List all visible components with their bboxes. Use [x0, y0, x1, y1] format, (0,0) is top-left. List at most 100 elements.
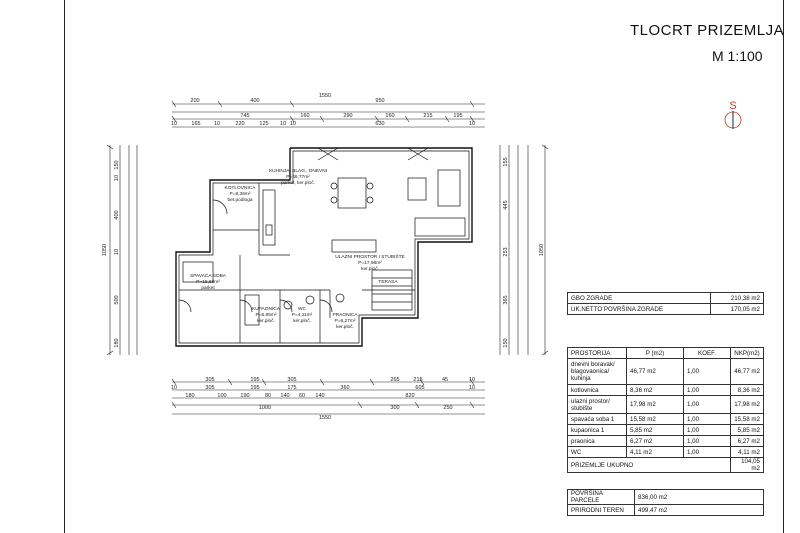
table-header-row: PROSTORIJA P (m2) KOEF. NKP(m2): [567, 347, 764, 359]
dim-bot4-1: 1000: [259, 405, 271, 411]
room-laundry-area: P=6,27m²: [335, 318, 356, 324]
cell-coef: 1,00: [683, 395, 731, 414]
room-bathroom-name: KUPAONICA: [252, 306, 281, 312]
table-row: kupaonica 1 5,85 m2 1,00 5,85 m2: [567, 424, 764, 436]
room-boiler-area: P=8,36m²: [230, 191, 251, 197]
table-row: praonica 6,27 m2 1,00 6,27 m2: [567, 435, 764, 447]
cell-nkp: 6,27 m2: [730, 435, 764, 447]
dim-top3-9: 10: [469, 121, 475, 127]
table-row: PRIRODNI TEREN 499,47 m2: [567, 504, 764, 516]
cell-nkp: 4,11 m2: [730, 446, 764, 458]
cell-coef: 1,00: [683, 384, 731, 396]
dim-top2-6: 195: [453, 113, 462, 119]
room-bedroom-name: SPAVAĆA SOBA: [190, 272, 227, 279]
dim-top-2: 400: [250, 98, 259, 104]
dim-top-1: 200: [190, 98, 199, 104]
dim-bot2-2: 305: [205, 385, 214, 391]
dim-bot2-5: 360: [340, 385, 349, 391]
total-value: 104,05 m2: [730, 457, 764, 473]
cell-coef: 1,00: [683, 446, 731, 458]
dim-bot3-3: 190: [240, 393, 249, 399]
dim-bot3-8: 820: [405, 393, 414, 399]
north-label: S: [729, 100, 736, 112]
room-boiler-name: KOTLOVNICA: [225, 185, 257, 191]
dim-bot-total: 1550: [319, 415, 331, 421]
table-row: ulazni prostor/ stubište 17,98 m2 1,00 1…: [567, 395, 764, 414]
room-bedroom-area: P=15,58m²: [196, 279, 220, 285]
dim-right-total: 1050: [539, 244, 545, 256]
parcel-value: 836,00 m2: [634, 489, 764, 505]
dim-bot4-3: 250: [443, 405, 452, 411]
dim-bot-1: 305: [205, 377, 214, 383]
rooms-area-table: PROSTORIJA P (m2) KOEF. NKP(m2) dnevni b…: [567, 347, 764, 473]
parcel-label: PRIRODNI TEREN: [567, 504, 635, 516]
dim-top-3: 950: [375, 98, 384, 104]
drawing-scale: M 1:100: [712, 48, 763, 64]
dim-left-5: 500: [114, 295, 120, 304]
dim-bot-5: 215: [413, 377, 422, 383]
summary-table: GBO ZGRADE 210,38 m2 UK.NETTO POVRŠINA Z…: [566, 292, 764, 315]
cell-room: dnevni boravak/ blagovaonica/ kuhinja: [567, 358, 627, 385]
dim-top2-4: 160: [385, 113, 394, 119]
cell-room: WC: [567, 446, 627, 458]
dim-left-3: 400: [114, 210, 120, 219]
north-arrow-icon: S: [724, 100, 742, 129]
dim-top3-3: 10: [214, 121, 220, 127]
cell-area: 6,27 m2: [626, 435, 684, 447]
cell-room: kupaonica 1: [567, 424, 627, 436]
dim-left-6: 180: [114, 338, 120, 347]
col-header-room: PROSTORIJA: [567, 347, 627, 359]
dim-bot3-7: 140: [315, 393, 324, 399]
table-row: kotlovnica 8,36 m2 1,00 8,36 m2: [567, 384, 764, 396]
cell-room: kotlovnica: [567, 384, 627, 396]
room-entrance-name: ULAZNI PROSTOR I STUBIŠTE: [335, 253, 404, 260]
total-label: PRIZEMLJE UKUPNO: [567, 457, 731, 473]
room-terrace-name: TERASA: [378, 279, 398, 285]
cell-area: 8,36 m2: [626, 384, 684, 396]
cell-room: spavaća soba 1: [567, 413, 627, 425]
summary-label: GBO ZGRADE: [566, 292, 712, 304]
summary-label: UK.NETTO POVRŠINA ZGRADE: [566, 303, 712, 315]
dim-top2-1: 745: [240, 113, 249, 119]
cell-room: praonica: [567, 435, 627, 447]
room-bathroom-floor: ker.ploč.: [257, 318, 275, 324]
cell-area: 17,98 m2: [626, 395, 684, 414]
room-wc-area: P=4,11m²: [292, 312, 313, 318]
dim-bot3-1: 180: [185, 393, 194, 399]
cell-area: 5,85 m2: [626, 424, 684, 436]
dim-top3-5: 125: [259, 121, 268, 127]
room-bathroom-area: P=5,85m²: [256, 312, 277, 318]
dim-bot3-5: 140: [280, 393, 289, 399]
cell-nkp: 5,85 m2: [730, 424, 764, 436]
room-kitchen-floor: parket, ker.ploč.: [281, 180, 315, 186]
cell-nkp: 46,77 m2: [730, 358, 764, 385]
summary-value: 170,05 m2: [710, 303, 764, 315]
dim-bot-4: 265: [390, 377, 399, 383]
dim-left-total: 1050: [102, 244, 108, 256]
dim-bot2-6: 605: [415, 385, 424, 391]
dim-top3-4: 220: [235, 121, 244, 127]
dim-left-1: 150: [114, 160, 120, 169]
dim-right-1: 155: [503, 157, 509, 166]
drawing-title: TLOCRT PRIZEMLJA: [630, 22, 785, 39]
dim-top-total: 1550: [319, 93, 331, 99]
dim-bot-7: 10: [469, 377, 475, 383]
dim-right-3: 253: [503, 247, 509, 256]
dim-bot3-6: 60: [299, 393, 305, 399]
dim-right-4: 365: [503, 295, 509, 304]
dim-bot3-2: 100: [217, 393, 226, 399]
dim-top3-6: 10: [280, 121, 286, 127]
dim-top3-1: 10: [171, 121, 177, 127]
dim-right-2: 445: [503, 200, 509, 209]
room-entrance-area: P=17,98m²: [358, 260, 382, 266]
cell-coef: 1,00: [683, 358, 731, 385]
table-row: spavaća soba 1 15,58 m2 1,00 15,58 m2: [567, 413, 764, 425]
table-row: WC 4,11 m2 1,00 4,11 m2: [567, 446, 764, 458]
dim-top2-2: 160: [300, 113, 309, 119]
dim-top3-7: 10: [290, 121, 296, 127]
dim-left-2: 10: [114, 175, 120, 181]
table-total-row: PRIZEMLJE UKUPNO 104,05 m2: [567, 457, 764, 473]
room-boiler-floor: bet.podloga: [227, 197, 252, 203]
cell-area: 4,11 m2: [626, 446, 684, 458]
